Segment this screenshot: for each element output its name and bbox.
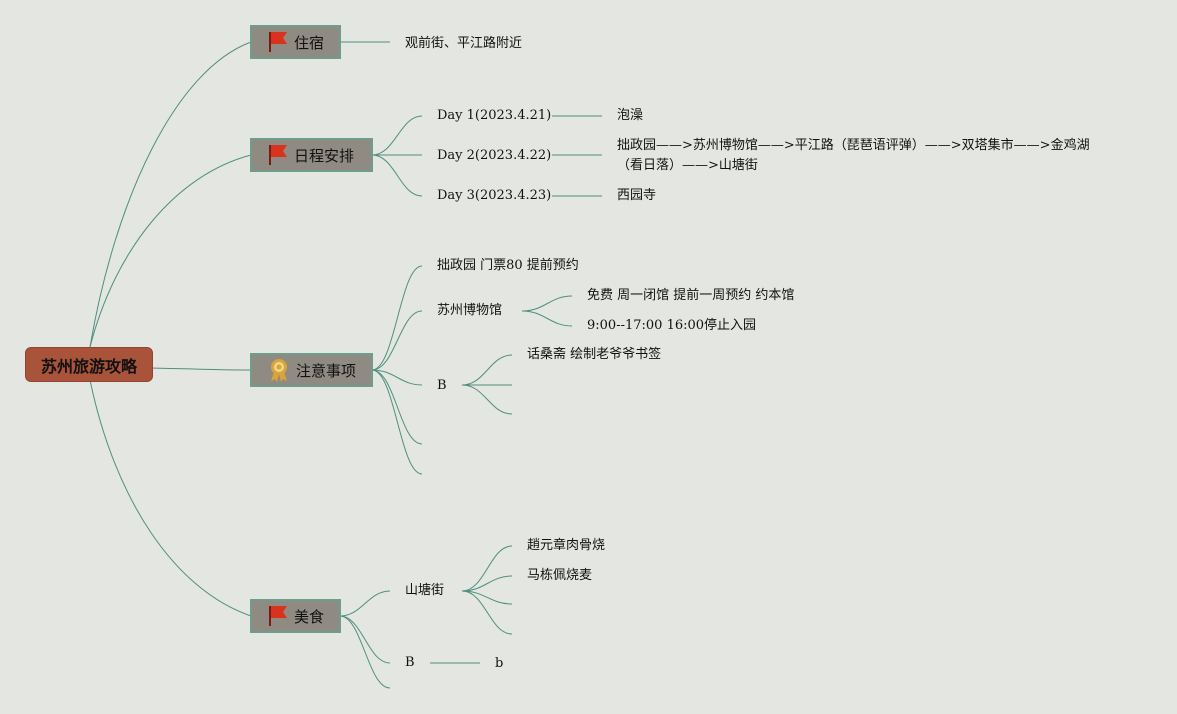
branch-schedule[interactable]: 日程安排	[250, 138, 373, 172]
museum-detail-2[interactable]: 9:00--17:00 16:00停止入园	[587, 318, 757, 333]
branch-label: 住宿	[294, 33, 325, 52]
day-3-detail[interactable]: 西园寺	[617, 188, 657, 203]
day-2-node[interactable]: Day 2(2023.4.22)	[437, 148, 552, 163]
day-3-node[interactable]: Day 3(2023.4.23)	[437, 188, 552, 203]
food-b[interactable]: B	[405, 655, 415, 670]
day-1-detail[interactable]: 泡澡	[617, 108, 644, 123]
lodging-item[interactable]: 观前街、平江路附近	[405, 36, 523, 51]
branch-label: 注意事项	[296, 361, 357, 380]
notes-b-child[interactable]: 话桑斋 绘制老爷爷书签	[527, 347, 662, 362]
food-item-2[interactable]: 马栋佩烧麦	[527, 568, 593, 583]
branch-label: 美食	[294, 607, 325, 626]
red-flag-icon	[268, 144, 288, 166]
day-2-detail-line-1[interactable]: 拙政园——>苏州博物馆——>平江路（琵琶语评弹）——>双塔集市——>金鸡湖	[617, 138, 1090, 153]
red-flag-icon	[268, 31, 288, 53]
branch-notes[interactable]: 注意事项	[250, 353, 373, 387]
branch-food[interactable]: 美食	[250, 599, 341, 633]
red-flag-icon	[268, 605, 288, 627]
food-b-child[interactable]: b	[495, 656, 504, 671]
notes-b[interactable]: B	[437, 378, 447, 393]
food-item-1[interactable]: 趙元章肉骨烧	[527, 538, 606, 553]
day-2-detail-line-2[interactable]: （看日落）——>山塘街	[617, 158, 758, 173]
day-1-node[interactable]: Day 1(2023.4.21)	[437, 108, 552, 123]
root-node[interactable]: 苏州旅游攻略	[25, 347, 153, 382]
root-label: 苏州旅游攻略	[40, 356, 137, 376]
notes-museum[interactable]: 苏州博物馆	[437, 303, 503, 318]
museum-detail-1[interactable]: 免费 周一闭馆 提前一周预约 约本馆	[587, 288, 795, 303]
branch-label: 日程安排	[294, 146, 355, 165]
branch-lodging[interactable]: 住宿	[250, 25, 341, 59]
medal-icon	[268, 358, 290, 382]
food-shantang[interactable]: 山塘街	[405, 583, 445, 598]
notes-item-zhuozhengyuan[interactable]: 拙政园 门票80 提前预约	[437, 258, 579, 273]
